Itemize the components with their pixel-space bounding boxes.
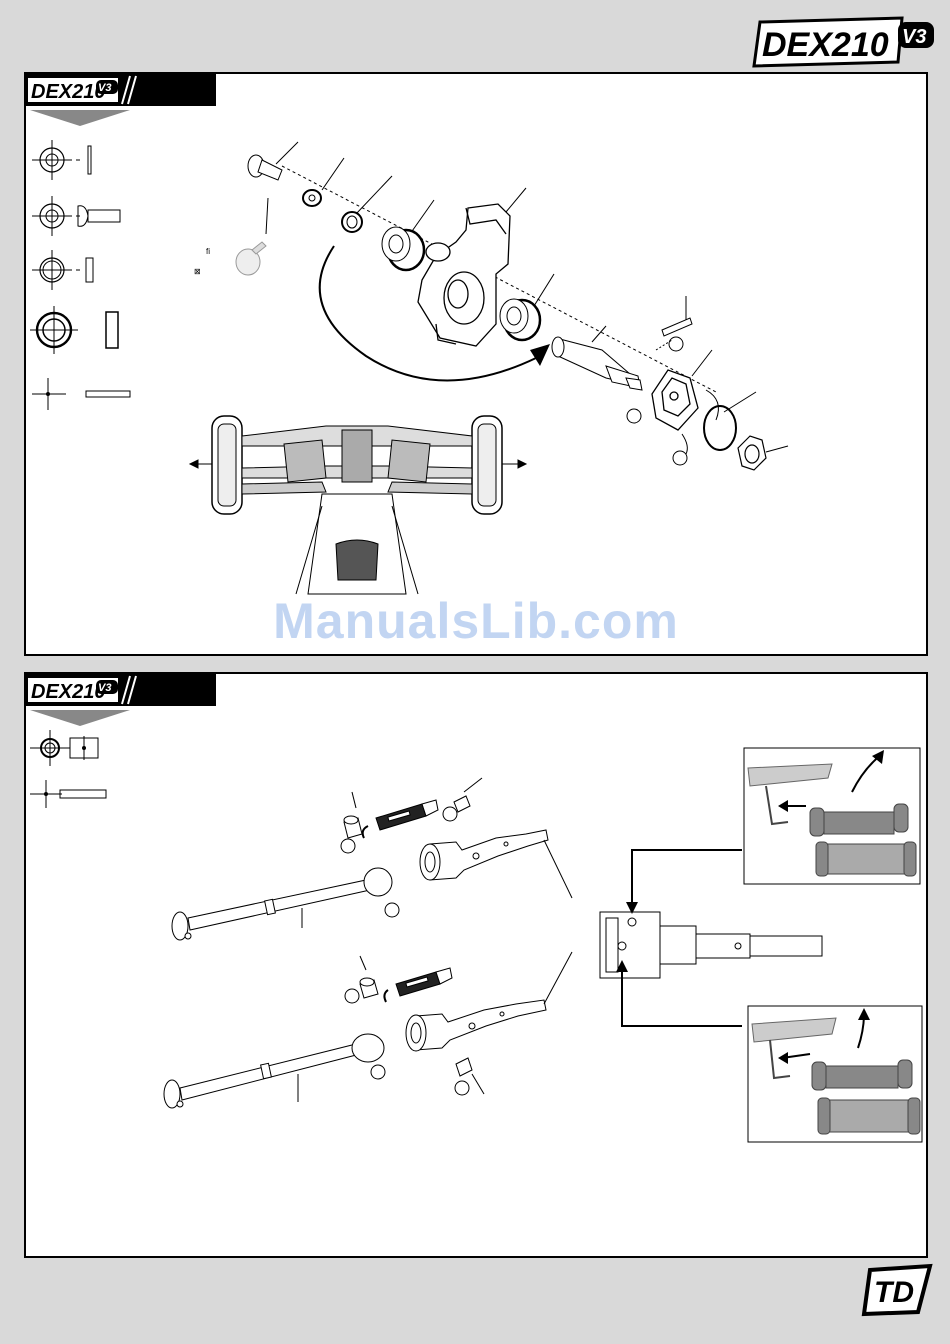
lower-set-screw bbox=[360, 978, 378, 998]
lower-thread-lock-tube bbox=[384, 968, 452, 1002]
dex210-v3-brand-logo: DEX210 V3 bbox=[752, 16, 938, 68]
lower-callout-line bbox=[544, 952, 572, 1004]
upper-callout-line bbox=[544, 840, 572, 898]
note-box-label: ⊠ bbox=[194, 267, 201, 276]
assembly-axis-line bbox=[282, 166, 716, 392]
shock-oil-bottle-icon bbox=[236, 242, 266, 275]
brand-logo-text: DEX210 bbox=[762, 26, 889, 64]
chassis-inset-photo-2 bbox=[748, 1006, 922, 1142]
bearing-part-2 bbox=[500, 299, 540, 340]
hub-exploded-diagram: fi ⊠ bbox=[26, 74, 926, 654]
assembly-step-panel-1: DEX210 V3 bbox=[24, 72, 928, 656]
outdrive-detail-view bbox=[600, 912, 822, 978]
axle-part bbox=[552, 337, 642, 390]
wheel-nut-part bbox=[738, 436, 766, 470]
upper-driveshaft bbox=[172, 868, 392, 940]
hub-screw-part bbox=[248, 155, 282, 180]
upper-outdrive-cup bbox=[420, 830, 548, 880]
watermark-text: ManualsLib.com bbox=[26, 592, 926, 650]
brand-logo-version: V3 bbox=[902, 26, 926, 48]
bearing-part-1 bbox=[382, 227, 424, 270]
wheel-hex-part bbox=[652, 370, 698, 430]
o-ring-part bbox=[704, 406, 736, 450]
upper-set-screw bbox=[344, 816, 362, 838]
drive-pin-part bbox=[662, 318, 692, 336]
lower-outdrive-cup bbox=[406, 1000, 546, 1051]
note-fi-label: fi bbox=[206, 247, 210, 256]
upper-thread-lock-tube bbox=[363, 800, 438, 838]
lower-driveshaft bbox=[164, 1034, 384, 1108]
car-front-view bbox=[212, 416, 502, 594]
part-callout-lines bbox=[266, 142, 788, 452]
assembly-step-panel-2: DEX210 V3 bbox=[24, 672, 928, 1258]
chassis-inset-photo-1 bbox=[744, 748, 920, 884]
hub-carrier-part bbox=[418, 204, 510, 346]
team-durango-footer-logo: TD bbox=[860, 1262, 938, 1318]
driveshaft-diagram bbox=[26, 674, 926, 1254]
footer-logo-text: TD bbox=[874, 1276, 914, 1309]
callout-circle bbox=[669, 337, 683, 351]
